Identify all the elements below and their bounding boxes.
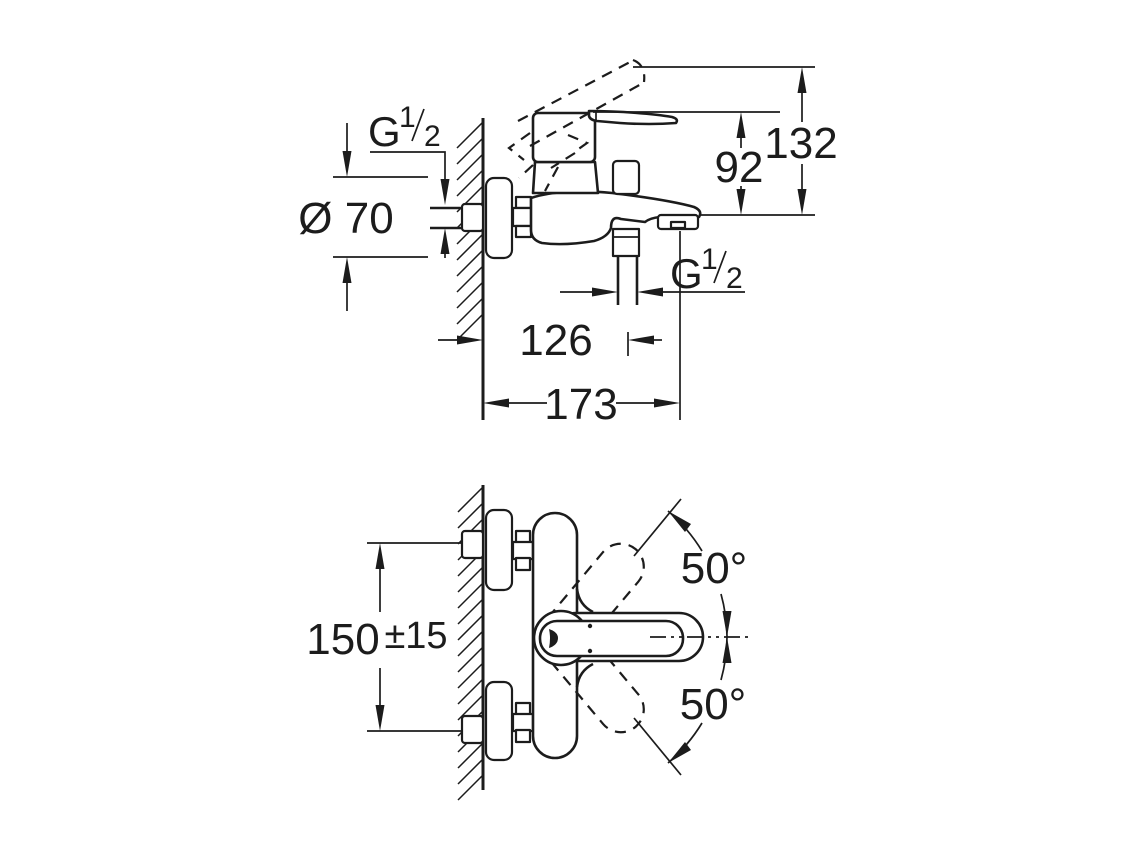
handle-neck-fillet — [575, 662, 594, 688]
square-inlet-nut — [460, 202, 485, 233]
mixer-cartridge-tower — [531, 160, 600, 195]
handle-neck-fillet — [575, 588, 594, 614]
mixer-lever-blade — [587, 109, 679, 126]
ghost-lever-dashed — [507, 58, 646, 192]
escutcheon-flange — [484, 680, 514, 762]
dim-swivel-angle-up: 50° — [681, 544, 748, 593]
bottom-view: 150 ±15 50° 50° — [306, 485, 750, 801]
shower-thread-numerator: 1 — [701, 243, 718, 276]
shower-thread-prefix: G — [670, 250, 703, 297]
dim-swivel-angle-down: 50° — [680, 680, 747, 729]
aerator-inset — [669, 220, 687, 230]
escutcheon-flange — [484, 508, 514, 592]
union-hex-nut — [511, 701, 535, 744]
diverter-knob — [611, 159, 641, 196]
dim-connection-tolerance: ±15 — [384, 615, 447, 657]
shower-outlet-block — [611, 227, 641, 258]
square-inlet-nut — [460, 714, 485, 745]
dimensions-bottom-view: 150 ±15 50° 50° — [306, 498, 750, 776]
handle-logo-mark — [549, 629, 558, 648]
dim-connection-distance: 150 — [306, 615, 379, 664]
dim-wall-to-spout-tip: 173 — [544, 380, 617, 429]
mixer-handle-dome — [531, 111, 597, 164]
dim-lever-height: 132 — [764, 119, 837, 168]
handle-screw-dot — [587, 648, 593, 654]
inlet-thread-numerator: 1 — [399, 101, 416, 134]
dim-wall-to-shower-outlet: 126 — [519, 316, 592, 365]
union-hex-nut — [511, 529, 535, 572]
square-inlet-nut — [460, 529, 485, 560]
handle-screw-dot — [587, 623, 593, 629]
dim-spout-height: 92 — [715, 143, 764, 192]
escutcheon-flange — [484, 176, 514, 260]
dim-flange-diameter: Ø 70 — [298, 194, 393, 243]
inlet-thread-prefix: G — [368, 108, 401, 155]
top-view: Ø 70 G 1 2 92 — [298, 58, 838, 429]
dim-shower-thread: G 1 2 — [560, 243, 745, 297]
dimensions-top-view: Ø 70 G 1 2 92 — [298, 66, 838, 429]
handle-lever-inner — [538, 619, 685, 658]
shower-thread-denominator: 2 — [726, 262, 743, 295]
inlet-thread-denominator: 2 — [424, 120, 441, 153]
dim-inlet-thread: G 1 2 — [368, 101, 450, 258]
